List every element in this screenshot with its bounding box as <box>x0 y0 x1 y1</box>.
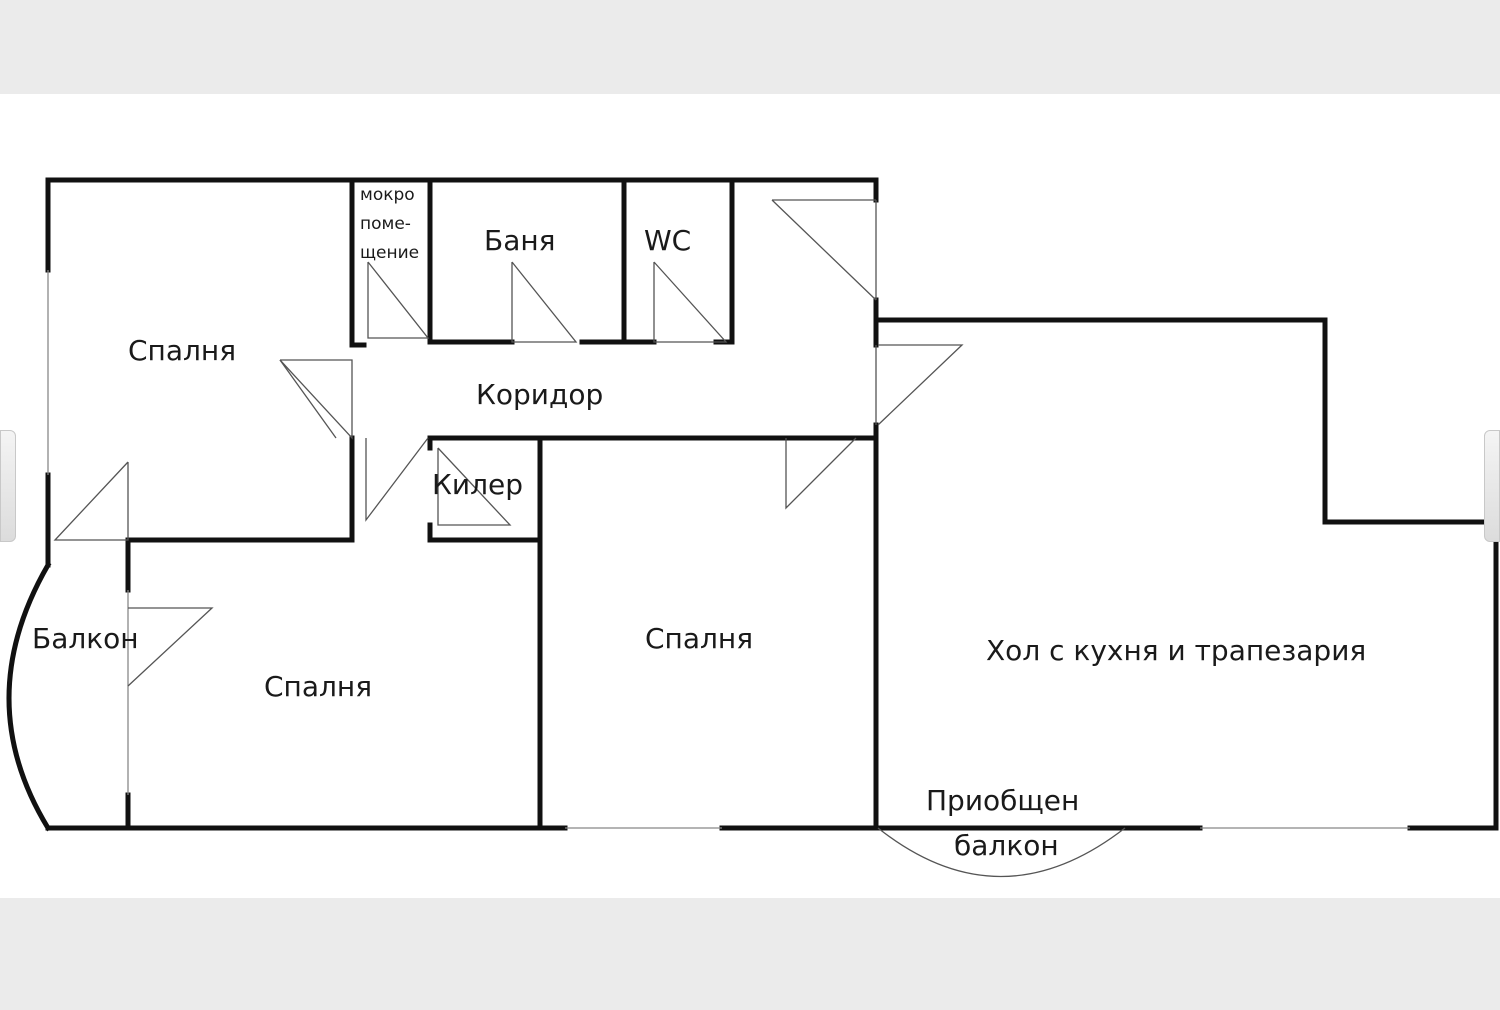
walls <box>45 177 1499 831</box>
label-wet-room-2: поме- <box>360 214 411 234</box>
label-bathroom: Баня <box>484 224 556 257</box>
balcony-outlines <box>6 561 1126 878</box>
door-swings <box>53 199 964 687</box>
label-attached-balcony-1: Приобщен <box>926 784 1079 817</box>
label-corridor: Коридор <box>476 378 603 411</box>
label-wet-room-1: мокро <box>360 185 415 205</box>
label-bedroom-1: Спалня <box>128 334 236 367</box>
label-storage: Килер <box>432 468 523 501</box>
label-wc: WC <box>644 224 691 257</box>
label-bedroom-2: Спалня <box>264 670 372 703</box>
label-bedroom-3: Спалня <box>645 622 753 655</box>
next-image-tab[interactable] <box>1484 430 1500 542</box>
previous-image-tab[interactable] <box>0 430 16 542</box>
windows <box>47 200 1410 829</box>
label-balcony: Балкон <box>32 622 139 655</box>
label-wet-room-3: щение <box>360 243 419 263</box>
label-living-room: Хол с кухня и трапезария <box>986 634 1366 667</box>
floor-plan-sheet <box>0 94 1500 898</box>
label-attached-balcony-2: балкон <box>954 829 1059 862</box>
room-labels: Спалня мокро поме- щение Баня WC Коридор… <box>32 185 1366 862</box>
